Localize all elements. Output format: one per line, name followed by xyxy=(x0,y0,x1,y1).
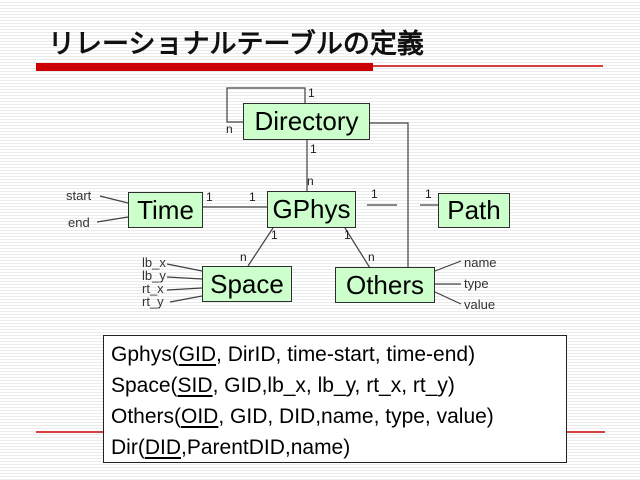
attribute-others-value: value xyxy=(464,297,496,312)
entity-gphys: GPhys xyxy=(267,191,356,228)
definition-row-dir: Dir(DID,ParentDID,name) xyxy=(111,432,566,463)
definition-text: ,ParentDID,name) xyxy=(181,436,351,459)
cardinality-gphys-space-1: 1 xyxy=(271,228,278,242)
attribute-space-lb-x: lb_x xyxy=(142,255,166,270)
cardinality-directory-gphys-1: 1 xyxy=(310,142,317,156)
definition-row-others: Others(OID, GID, DID,name, type, value) xyxy=(111,401,566,432)
primary-key: GID xyxy=(178,343,217,366)
definition-text: Space( xyxy=(111,374,178,397)
attribute-space-rt-y: rt_y xyxy=(142,294,164,309)
connector-attr-rt-y xyxy=(169,295,203,303)
table-definitions-box: Gphys(GID, DirID, time-start, time-end) … xyxy=(103,335,567,463)
definition-text: , GID, DID,name, type, value) xyxy=(218,405,494,428)
definition-text: , DirID, time-start, time-end) xyxy=(216,343,476,366)
connector-directory-others xyxy=(370,122,409,268)
slide-title: リレーショナルテーブルの定義 xyxy=(48,29,424,59)
cardinality-directory-self-n: n xyxy=(226,122,233,136)
cardinality-time-gphys-1-near-gphys: 1 xyxy=(249,190,256,204)
title-accent-line xyxy=(373,65,603,67)
connector-attr-start xyxy=(99,195,129,204)
entity-space: Space xyxy=(202,266,292,302)
connector-attr-name xyxy=(434,260,462,272)
entity-path: Path xyxy=(438,193,510,228)
attribute-space-lb-y: lb_y xyxy=(142,268,166,283)
definition-row-gphys: Gphys(GID, DirID, time-start, time-end) xyxy=(111,339,566,370)
title-accent-bar xyxy=(36,63,373,71)
definition-text: , GID,lb_x, lb_y, rt_x, rt_y) xyxy=(212,374,455,397)
entity-directory: Directory xyxy=(243,103,370,140)
definition-text: Others( xyxy=(111,405,182,428)
connector-gphys-others xyxy=(344,227,371,269)
connector-attr-lb-x xyxy=(166,263,203,272)
attribute-time-end: end xyxy=(68,215,90,230)
connector-attr-value xyxy=(434,291,462,305)
primary-key: DID xyxy=(144,436,181,459)
attribute-time-start: start xyxy=(66,188,92,203)
cardinality-gphys-path-1-near-path: 1 xyxy=(425,187,432,201)
connector-attr-rt-x xyxy=(166,287,203,291)
cardinality-time-gphys-1-near-time: 1 xyxy=(206,190,213,204)
connector-attr-lb-y xyxy=(166,276,203,280)
entity-time: Time xyxy=(128,192,203,228)
cardinality-directory-gphys-n: n xyxy=(307,174,314,188)
cardinality-gphys-space-n: n xyxy=(240,250,247,264)
definition-row-space: Space(SID, GID,lb_x, lb_y, rt_x, rt_y) xyxy=(111,370,566,401)
connector-gphys-space xyxy=(247,227,274,267)
primary-key: SID xyxy=(177,374,213,397)
cardinality-directory-self-1: 1 xyxy=(308,86,315,100)
attribute-others-type: type xyxy=(464,276,489,291)
attribute-others-name: name xyxy=(464,255,497,270)
cardinality-gphys-path-1-near-gphys: 1 xyxy=(371,187,378,201)
definition-text: Gphys( xyxy=(111,343,179,366)
attribute-space-rt-x: rt_x xyxy=(142,281,164,296)
cardinality-gphys-others-1: 1 xyxy=(344,228,351,242)
entity-others: Others xyxy=(335,267,435,303)
definition-text: Dir( xyxy=(111,436,145,459)
connector-attr-end xyxy=(96,216,129,223)
connector-directory-self-loop xyxy=(226,87,306,123)
primary-key: OID xyxy=(181,405,219,428)
cardinality-gphys-others-n: n xyxy=(368,250,375,264)
